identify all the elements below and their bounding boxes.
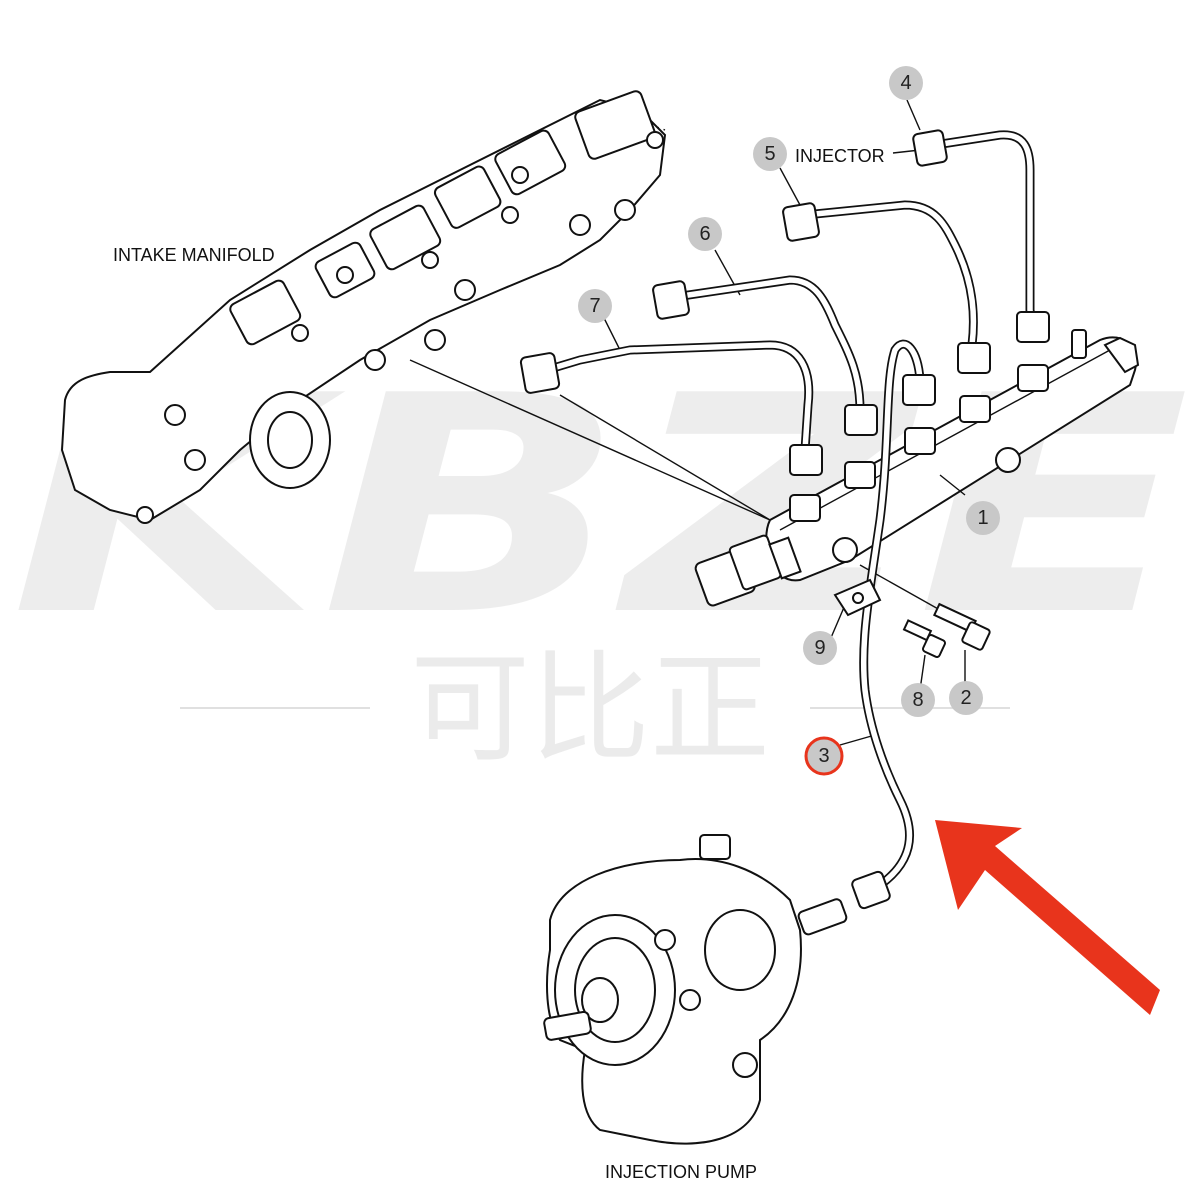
red-arrow <box>935 820 1160 1015</box>
svg-text:6: 6 <box>699 223 710 245</box>
callout-8: 8 <box>901 683 935 717</box>
intake-manifold: INTAKE MANIFOLD <box>60 90 667 524</box>
manifold-ports <box>136 391 331 524</box>
svg-text:9: 9 <box>814 637 825 659</box>
svg-text:3: 3 <box>818 745 829 767</box>
rail-fittings <box>789 364 1049 522</box>
nut-4 <box>912 129 948 167</box>
svg-text:4: 4 <box>900 72 911 94</box>
callout-1: 1 <box>966 501 1000 535</box>
nut-7 <box>519 352 561 394</box>
pressure-sensor <box>694 534 802 607</box>
svg-text:7: 7 <box>589 295 600 317</box>
callout-2: 2 <box>949 681 983 715</box>
svg-text:8: 8 <box>912 689 923 711</box>
callout-3: 3 <box>804 736 844 776</box>
callout-3-highlight-ring <box>804 736 844 776</box>
intake-manifold-label: INTAKE MANIFOLD <box>113 245 275 265</box>
callout-7: 7 <box>578 289 612 323</box>
callout-6: 6 <box>688 217 722 251</box>
callouts: 1 2 3 4 5 6 7 8 <box>578 66 1000 776</box>
injector-label: INJECTOR <box>795 146 885 166</box>
nut-6 <box>652 280 690 320</box>
svg-text:2: 2 <box>960 687 971 709</box>
svg-text:1: 1 <box>977 507 988 529</box>
manifold-bosses <box>229 90 664 371</box>
svg-text:5: 5 <box>764 143 775 165</box>
nut-5 <box>782 202 820 242</box>
red-arrow-shape <box>935 820 1160 1015</box>
fuel-rail <box>765 329 1140 582</box>
callout-4: 4 <box>889 66 923 100</box>
watermark-chinese: 可比正 <box>410 640 770 779</box>
callout-9: 9 <box>803 631 837 665</box>
injection-pump: INJECTION PUMP <box>543 834 848 1182</box>
fasteners <box>833 578 991 658</box>
callout-5: 5 <box>753 137 787 171</box>
tube-nuts <box>519 129 1050 910</box>
injection-pump-label: INJECTION PUMP <box>605 1162 757 1182</box>
